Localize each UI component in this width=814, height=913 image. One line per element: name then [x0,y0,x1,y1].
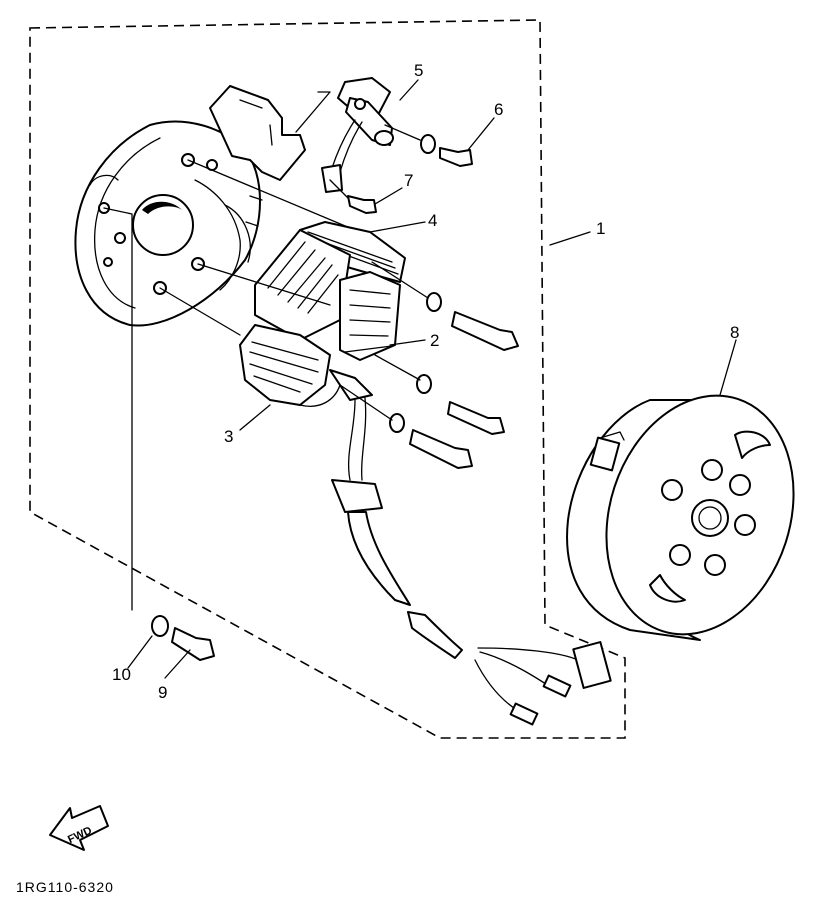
assembly-boundary [29,19,626,739]
callout-labels: 1 2 3 4 5 6 7 8 9 10 [112,61,739,702]
callout-2: 2 [430,331,439,350]
callout-10: 10 [112,665,131,684]
leader-lines [127,79,737,679]
pickup-coil [321,77,394,193]
base-plate [74,85,306,327]
alignment-lines [103,91,429,611]
stator-coil-assembly [239,221,406,407]
fwd-arrow: FWD [49,805,109,851]
fasteners [151,134,519,661]
wire-harness [331,397,612,726]
callout-1: 1 [596,219,605,238]
callout-7: 7 [404,171,413,190]
flywheel-rotor [566,394,795,641]
callout-8: 8 [730,323,739,342]
callout-9: 9 [158,683,167,702]
callout-3: 3 [224,427,233,446]
callout-4: 4 [428,211,437,230]
reference-code: 1RG110-6320 [16,879,114,895]
callout-6: 6 [494,100,503,119]
callout-5: 5 [414,61,423,80]
